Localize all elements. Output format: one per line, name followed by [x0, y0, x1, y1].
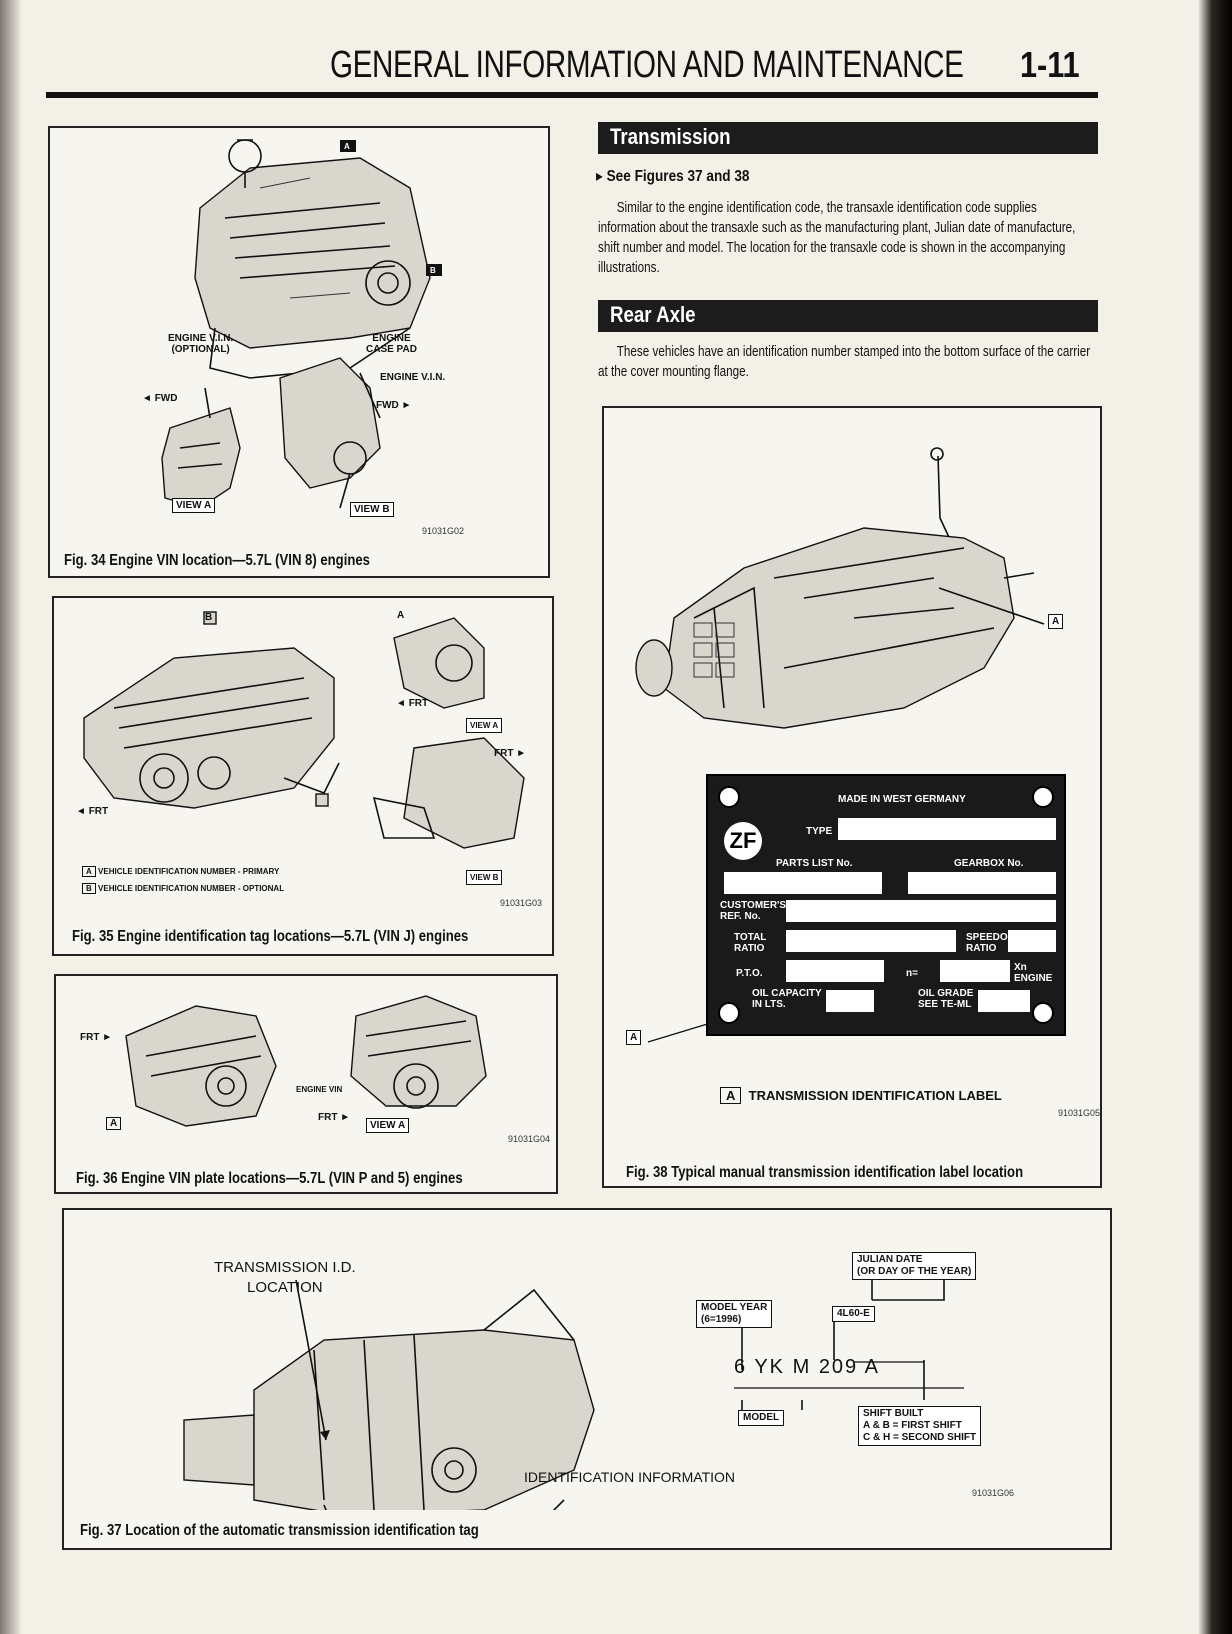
screw-hole [1032, 786, 1054, 808]
total-ratio-field [786, 930, 956, 952]
callout-a: A [1048, 614, 1064, 629]
engine-illustration [83, 611, 525, 849]
zf-id-plate: MADE IN WEST GERMANY ZF TYPE PARTS LIST … [706, 774, 1066, 1036]
customer-ref-label: CUSTOMER'S REF. No. [720, 900, 787, 922]
shift-built-box: SHIFT BUILT A & B = FIRST SHIFT C & H = … [858, 1406, 982, 1446]
id-code: 6 YK M 209 A [734, 1356, 880, 1379]
figure-caption: Fig. 36 Engine VIN plate locations—5.7L … [76, 1170, 463, 1187]
zf-logo: ZF [724, 822, 762, 860]
label-fwd-right: FWD ► [376, 400, 412, 411]
view-b-tag: VIEW B [350, 502, 394, 517]
label-frt-right: FRT ► [318, 1112, 351, 1123]
callout-a: A [344, 142, 350, 151]
figure-35: B A ◄ FRT ◄ FRT FRT ► VIEW A VIEW B A VE… [52, 596, 554, 956]
view-a-tag: VIEW A [172, 498, 216, 513]
type-label: TYPE [806, 826, 833, 837]
view-a-tag: VIEW A [466, 718, 503, 733]
legend: A TRANSMISSION IDENTIFICATION LABEL [720, 1087, 1002, 1104]
figure-code: 91031G05 [1058, 1108, 1101, 1118]
parts-list-label: PARTS LIST No. [776, 858, 853, 869]
figure-caption: Fig. 34 Engine VIN location—5.7L (VIN 8)… [64, 552, 370, 569]
oil-capacity-field [826, 990, 874, 1012]
label-frt-right: FRT ► [494, 748, 527, 759]
automatic-transmission-illustration [183, 1279, 595, 1510]
code-part-julian: 209 [818, 1356, 859, 1378]
screw-hole [718, 1002, 740, 1024]
engine-illustration [161, 139, 442, 509]
identification-information-label: IDENTIFICATION INFORMATION [524, 1469, 736, 1485]
code-part-shift: A [864, 1356, 880, 1378]
page-edge-shadow [1198, 0, 1232, 1634]
oil-grade-field [978, 990, 1030, 1012]
code-part-plant: YK [754, 1356, 786, 1378]
parts-list-field [724, 872, 882, 894]
figure-caption: Fig. 37 Location of the automatic transm… [80, 1522, 479, 1539]
customer-ref-field [786, 900, 1056, 922]
code-part-year: 6 [734, 1356, 748, 1378]
running-head: GENERAL INFORMATION AND MAINTENANCE [330, 44, 964, 86]
label-engine-case-pad: ENGINE CASE PAD [366, 333, 417, 355]
n-field [940, 960, 1010, 982]
rear-axle-heading: Rear Axle [598, 300, 1098, 332]
gearbox-field [908, 872, 1056, 894]
xn-engine-label: Xn ENGINE [1014, 962, 1053, 984]
callout-a: A [397, 610, 405, 621]
book-spine-shadow [0, 0, 22, 1634]
screw-hole [718, 786, 740, 808]
figure-caption: Fig. 35 Engine identification tag locati… [72, 928, 469, 945]
figure-code: 91031G04 [508, 1134, 551, 1144]
speedo-ratio-label: SPEEDO RATIO [966, 932, 1008, 954]
callout-b: B [430, 266, 436, 275]
callout-b: B [205, 612, 213, 623]
screw-hole [1032, 1002, 1054, 1024]
rear-axle-body: These vehicles have an identification nu… [598, 343, 1091, 380]
pto-field [786, 960, 884, 982]
transmission-id-location-label: TRANSMISSION I.D. LOCATION [214, 1259, 356, 1296]
legend-b: B VEHICLE IDENTIFICATION NUMBER - OPTION… [82, 883, 284, 894]
label-fwd-left: ◄ FWD [142, 393, 178, 404]
figure-37: TRANSMISSION I.D. LOCATION JULIAN DATE (… [62, 1208, 1112, 1550]
figure-36: FRT ► ENGINE VIN FRT ► VIEW A A 91031G04… [54, 974, 558, 1194]
transmission-body: Similar to the engine identification cod… [598, 199, 1076, 276]
header-rule [46, 92, 1098, 98]
label-frt-left: ◄ FRT [76, 806, 109, 817]
gearbox-label: GEARBOX No. [954, 858, 1024, 869]
manual-transmission-illustration [635, 447, 1045, 729]
transmission-heading: Transmission [598, 122, 1098, 154]
speedo-ratio-field [1008, 930, 1056, 952]
label-engine-vin-optional: ENGINE V.I.N. (OPTIONAL) [168, 333, 234, 355]
label-frt-mid: ◄ FRT [396, 698, 429, 709]
total-ratio-label: TOTAL RATIO [734, 932, 767, 954]
view-a-tag: VIEW A [366, 1118, 410, 1133]
figure-34: ENGINE V.I.N. (OPTIONAL) ENGINE CASE PAD… [48, 126, 550, 578]
type-field [838, 818, 1056, 840]
pto-label: P.T.O. [736, 968, 763, 979]
trans-model-box: 4L60-E [832, 1306, 875, 1322]
model-box: MODEL [738, 1410, 785, 1426]
code-part-model: M [792, 1356, 812, 1378]
made-in-label: MADE IN WEST GERMANY [838, 794, 966, 805]
figure-code: 91031G02 [422, 526, 465, 536]
callout-a-plate: A [626, 1030, 642, 1045]
model-year-box: MODEL YEAR (6=1996) [696, 1300, 773, 1328]
view-b-tag: VIEW B [466, 870, 503, 885]
label-engine-vin: ENGINE V.I.N. [380, 372, 446, 383]
julian-date-box: JULIAN DATE (OR DAY OF THE YEAR) [852, 1252, 977, 1280]
label-engine-vin: ENGINE VIN [296, 1085, 343, 1094]
page-number: 1-11 [1020, 44, 1080, 85]
id-code-connectors [734, 1270, 964, 1420]
figure-caption: Fig. 38 Typical manual transmission iden… [626, 1164, 1024, 1181]
figure-code: 91031G06 [972, 1488, 1015, 1498]
callout-a: A [106, 1117, 122, 1130]
engine-illustration [125, 995, 487, 1127]
see-figures: ▸ See Figures 37 and 38 [596, 168, 750, 185]
figure-code: 91031G03 [500, 898, 543, 908]
n-label: n= [906, 968, 918, 979]
label-frt-left: FRT ► [80, 1032, 113, 1043]
legend-a: A VEHICLE IDENTIFICATION NUMBER - PRIMAR… [82, 866, 279, 877]
oil-grade-label: OIL GRADE SEE TE-ML [918, 988, 974, 1010]
oil-capacity-label: OIL CAPACITY IN LTS. [752, 988, 822, 1010]
